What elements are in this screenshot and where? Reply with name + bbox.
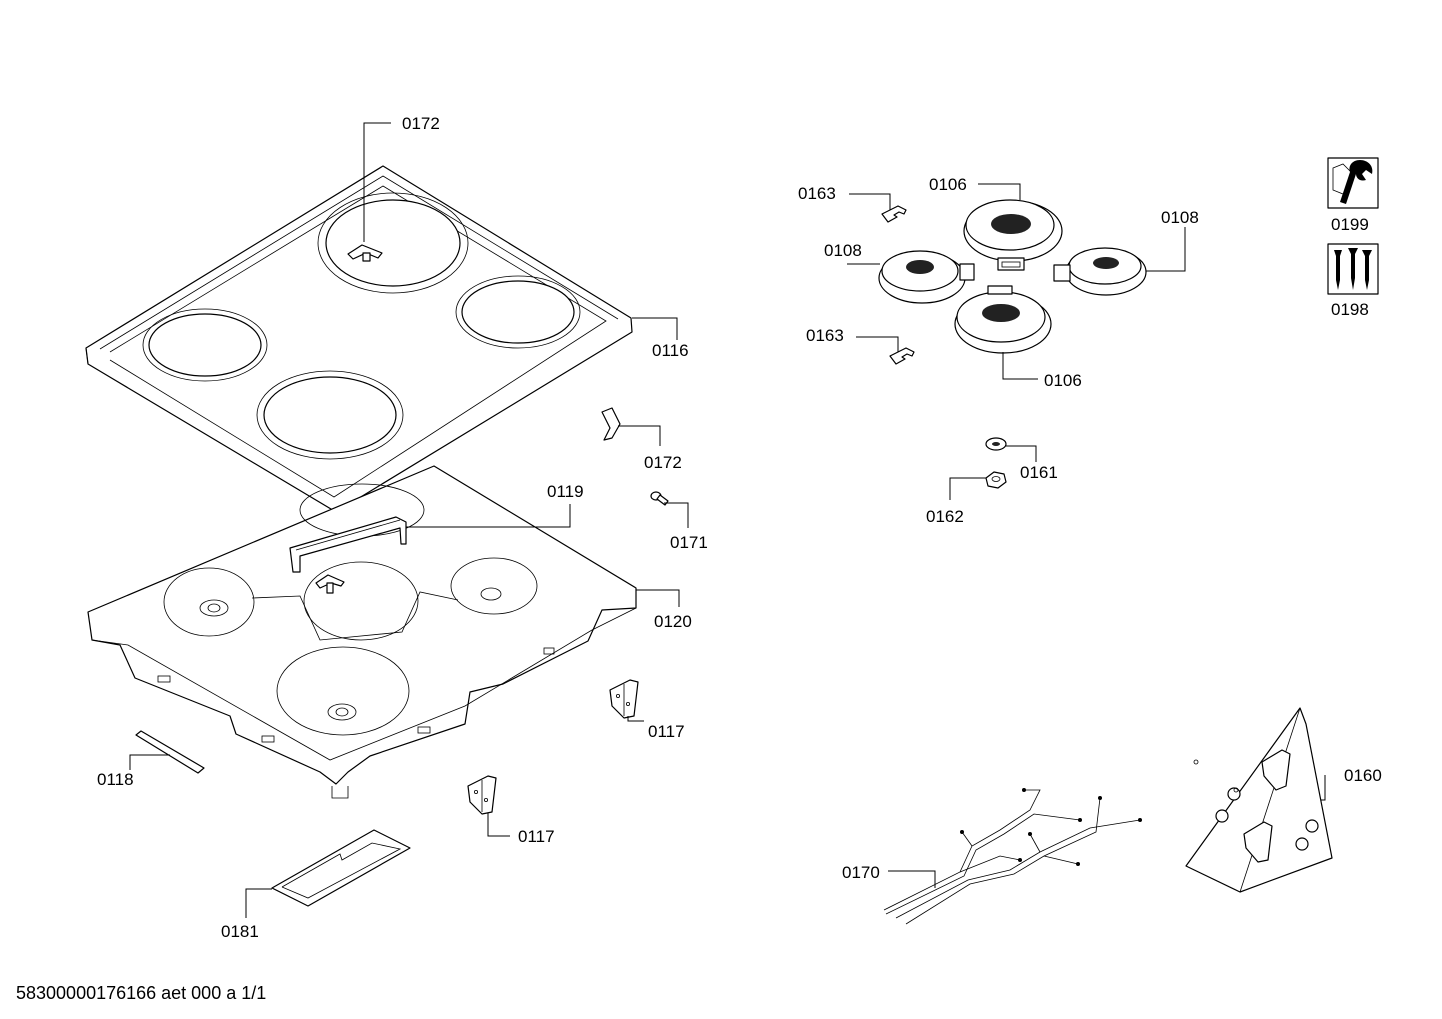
bracket-0117-b-icon[interactable] [467, 775, 497, 815]
label-0198: 0198 [1331, 300, 1369, 319]
clip-0163-a-icon[interactable] [881, 205, 907, 223]
burner-cap-0106-bottom[interactable] [954, 285, 1052, 354]
burner-cap-0108-right[interactable] [1053, 247, 1147, 296]
label-0181: 0181 [221, 922, 259, 941]
label-0163-a: 0163 [798, 184, 836, 203]
label-0106-b: 0106 [1044, 371, 1082, 390]
label-0160: 0160 [1344, 766, 1382, 785]
label-0199: 0199 [1331, 215, 1369, 234]
clip-on-base-icon[interactable] [315, 574, 345, 594]
label-0119: 0119 [547, 482, 584, 501]
label-0120: 0120 [654, 612, 692, 631]
label-0161: 0161 [1020, 463, 1058, 482]
washer-0161-icon[interactable] [985, 437, 1007, 451]
label-0172-clip: 0172 [644, 453, 682, 472]
label-0117-b: 0117 [518, 827, 555, 846]
footer-document-id: 58300000176166 aet 000 a 1/1 [16, 983, 266, 1003]
support-bracket[interactable] [289, 516, 407, 573]
base-pan[interactable] [87, 465, 637, 799]
label-0162: 0162 [926, 507, 964, 526]
clip-0172-icon[interactable] [601, 407, 621, 441]
screws-icon [1327, 243, 1379, 295]
label-0172-top: 0172 [402, 114, 440, 133]
clip-0163-b-icon[interactable] [889, 347, 915, 365]
label-0163-b: 0163 [806, 326, 844, 345]
clip-on-plate-icon[interactable] [347, 244, 383, 262]
label-0108-a: 0108 [824, 241, 862, 260]
label-0171: 0171 [670, 533, 708, 552]
parts-bag-0160[interactable] [1185, 707, 1333, 893]
label-0118: 0118 [97, 770, 134, 789]
label-0170: 0170 [842, 863, 880, 882]
gasket-0181-icon[interactable] [271, 829, 411, 907]
label-0106-a: 0106 [929, 175, 967, 194]
label-0117-a: 0117 [648, 722, 685, 741]
hob-top-plate[interactable] [85, 165, 633, 513]
wire-harness-0170[interactable] [883, 788, 1142, 925]
label-0116: 0116 [652, 341, 689, 360]
strip-0118-icon[interactable] [135, 730, 205, 774]
wrench-tool-icon [1327, 157, 1379, 209]
burner-cap-0108-left[interactable] [878, 250, 975, 304]
label-0108-b: 0108 [1161, 208, 1199, 227]
bracket-0117-a-icon[interactable] [609, 679, 639, 719]
burner-cap-0106-top[interactable] [963, 199, 1063, 271]
nut-0162-icon[interactable] [985, 471, 1007, 489]
